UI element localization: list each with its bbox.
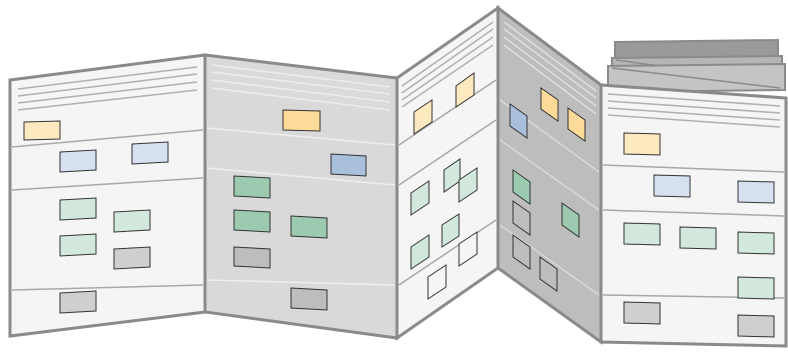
sticky-note — [234, 247, 270, 268]
sticky-note — [60, 198, 96, 220]
panel-3 — [397, 8, 498, 338]
sticky-note — [291, 216, 327, 238]
sticky-note — [60, 150, 96, 172]
sticky-note — [283, 110, 320, 131]
sticky-note — [624, 302, 660, 324]
sticky-note — [234, 176, 270, 198]
sticky-note — [738, 315, 774, 337]
sticky-note — [331, 154, 366, 176]
sticky-note — [291, 288, 327, 310]
panel-5 — [601, 85, 786, 346]
panel-1-face — [10, 55, 205, 336]
panel-2 — [205, 55, 397, 338]
sticky-note — [624, 223, 660, 245]
sticky-note — [234, 210, 270, 232]
sticky-note — [738, 277, 774, 299]
panel-1 — [10, 55, 205, 336]
sticky-note — [114, 210, 150, 232]
sticky-note — [132, 142, 168, 164]
sticky-note — [654, 175, 690, 197]
sticky-note — [114, 247, 150, 269]
sticky-note — [60, 291, 96, 313]
sticky-note — [24, 121, 60, 140]
sticky-note — [738, 181, 774, 203]
panel-4 — [498, 8, 601, 342]
sticky-note — [680, 227, 716, 249]
sticky-note — [738, 232, 774, 254]
sticky-note — [60, 234, 96, 256]
folded-stack — [608, 40, 785, 92]
sticky-note — [624, 133, 660, 155]
